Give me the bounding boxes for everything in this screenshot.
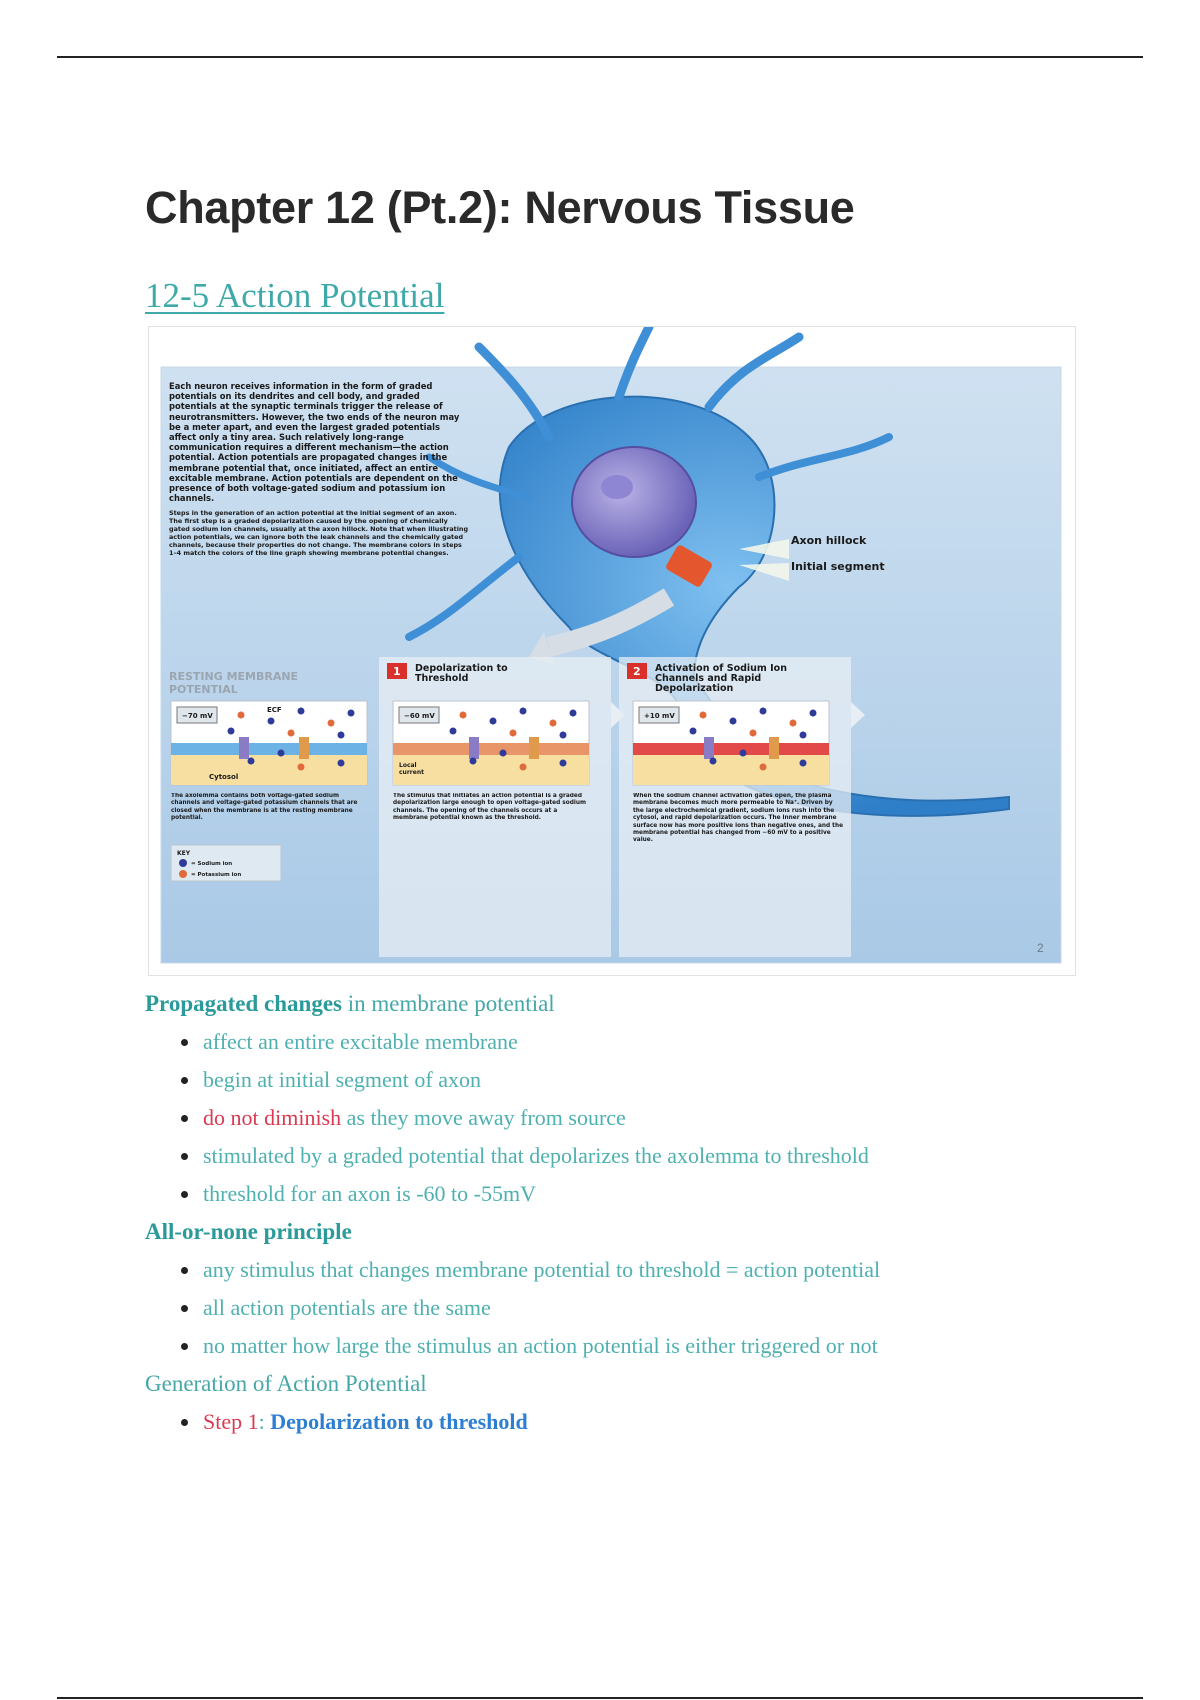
ion-dot xyxy=(237,711,245,719)
list-item: affect an entire excitable membrane xyxy=(145,1023,1045,1061)
panel-1-title-line1: Depolarization to xyxy=(415,663,508,674)
svg-text:2: 2 xyxy=(633,665,641,678)
top-rule xyxy=(57,56,1143,58)
svg-text:1: 1 xyxy=(393,665,401,678)
ion-dot xyxy=(809,709,817,717)
ion-dot xyxy=(789,719,797,727)
list-item: Step 1: Depolarization to threshold xyxy=(145,1403,1045,1441)
list-item: stimulated by a graded potential that de… xyxy=(145,1137,1045,1175)
generation-heading: Generation of Action Potential xyxy=(145,1371,427,1396)
ion-dot xyxy=(267,717,275,725)
all-or-none-heading: All-or-none principle xyxy=(145,1219,352,1244)
all-or-none-list: any stimulus that changes membrane poten… xyxy=(145,1251,1045,1365)
panel-2-title-line3: Depolarization xyxy=(655,683,734,694)
svg-text:ECF: ECF xyxy=(267,706,282,714)
ion-dot xyxy=(337,759,345,767)
ion-dot xyxy=(689,727,697,735)
ion-dot xyxy=(287,729,295,737)
bottom-rule xyxy=(57,1697,1143,1699)
figure-key: KEY = Sodium ion = Potassium ion xyxy=(170,844,282,882)
action-potential-figure: Axon hillock Initial segment Each neuron… xyxy=(148,326,1076,976)
panel-2-title-line2: Channels and Rapid xyxy=(655,673,761,684)
ion-dot xyxy=(799,759,807,767)
ion-dot xyxy=(549,719,557,727)
svg-text:−70 mV: −70 mV xyxy=(182,712,213,720)
list-item: do not diminish as they move away from s… xyxy=(145,1099,1045,1137)
ion-dot xyxy=(469,757,477,765)
list-item: no matter how large the stimulus an acti… xyxy=(145,1327,1045,1365)
svg-text:= Sodium ion: = Sodium ion xyxy=(191,861,232,867)
svg-text:= Potassium ion: = Potassium ion xyxy=(191,872,241,878)
ion-dot xyxy=(709,757,717,765)
list-item: threshold for an axon is -60 to -55mV xyxy=(145,1175,1045,1213)
ion-dot xyxy=(489,717,497,725)
ion-dot xyxy=(559,759,567,767)
panel-2-title-line1: Activation of Sodium Ion xyxy=(655,663,787,674)
svg-text:current: current xyxy=(399,769,424,776)
membrane-diagram-resting: −70 mV ECF Cytosol xyxy=(170,700,368,786)
ion-dot xyxy=(749,729,757,737)
section-link-action-potential[interactable]: 12-5 Action Potential xyxy=(145,276,445,315)
ion-dot xyxy=(729,717,737,725)
ion-dot xyxy=(327,719,335,727)
ion-dot xyxy=(337,731,345,739)
list-item: begin at initial segment of axon xyxy=(145,1061,1045,1099)
figure-page-number: 2 xyxy=(1037,941,1044,955)
ion-dot xyxy=(277,749,285,757)
ion-dot xyxy=(459,711,467,719)
panel-resting-caption: The axolemma contains both voltage-gated… xyxy=(171,793,358,822)
step-1-badge xyxy=(387,663,407,679)
svg-text:Local: Local xyxy=(399,762,417,769)
panel-1-title-line2: Threshold xyxy=(415,673,468,684)
neuron-illustration xyxy=(405,327,1010,817)
figure-intro-text: Each neuron receives information in the … xyxy=(169,381,460,504)
step-2-badge xyxy=(627,663,647,679)
panel-1-caption: The stimulus that initiates an action po… xyxy=(393,793,587,822)
zoom-arrow xyxy=(546,588,675,657)
ion-dot xyxy=(247,757,255,765)
page-title: Chapter 12 (Pt.2): Nervous Tissue xyxy=(145,182,855,233)
ion-dot xyxy=(519,763,527,771)
svg-text:+10 mV: +10 mV xyxy=(644,712,675,720)
ion-dot xyxy=(739,749,747,757)
ion-dot xyxy=(759,763,767,771)
ion-dot xyxy=(519,707,527,715)
axon-hillock-label: Axon hillock xyxy=(791,534,867,547)
list-item: all action potentials are the same xyxy=(145,1289,1045,1327)
membrane-diagram-step-2: +10 mV xyxy=(632,700,830,786)
propagated-changes-heading: Propagated changes in membrane potential xyxy=(145,991,555,1016)
ion-dot xyxy=(347,709,355,717)
svg-text:Cytosol: Cytosol xyxy=(209,773,238,781)
nucleus xyxy=(571,446,697,558)
ion-dot xyxy=(297,707,305,715)
ion-dot xyxy=(569,709,577,717)
ion-dot xyxy=(799,731,807,739)
propagated-list: affect an entire excitable membrane begi… xyxy=(145,1023,1045,1213)
membrane-diagram-step-1: −60 mV Local current xyxy=(392,700,590,786)
ion-dot xyxy=(759,707,767,715)
ion-dot xyxy=(297,763,305,771)
figure-steps-text: Steps in the generation of an action pot… xyxy=(169,509,469,558)
svg-text:−60 mV: −60 mV xyxy=(404,712,435,720)
initial-segment-highlight xyxy=(666,545,712,587)
lecture-notes: Propagated changes in membrane potential… xyxy=(145,985,1045,1441)
figure-illustration: Axon hillock Initial segment Each neuron… xyxy=(160,327,1062,964)
resting-title-line2: POTENTIAL xyxy=(169,683,238,696)
ion-dot xyxy=(449,727,457,735)
ion-dot xyxy=(559,731,567,739)
ion-dot xyxy=(227,727,235,735)
ion-dot xyxy=(499,749,507,757)
ion-dots xyxy=(227,707,817,771)
ion-dot xyxy=(509,729,517,737)
panel-2-caption: When the sodium channel activation gates… xyxy=(633,793,843,844)
list-item: any stimulus that changes membrane poten… xyxy=(145,1251,1045,1289)
generation-list: Step 1: Depolarization to threshold xyxy=(145,1403,1045,1441)
resting-title-line1: RESTING MEMBRANE xyxy=(169,670,298,683)
initial-segment-label: Initial segment xyxy=(791,560,885,573)
svg-text:KEY: KEY xyxy=(177,850,191,857)
ion-dot xyxy=(699,711,707,719)
